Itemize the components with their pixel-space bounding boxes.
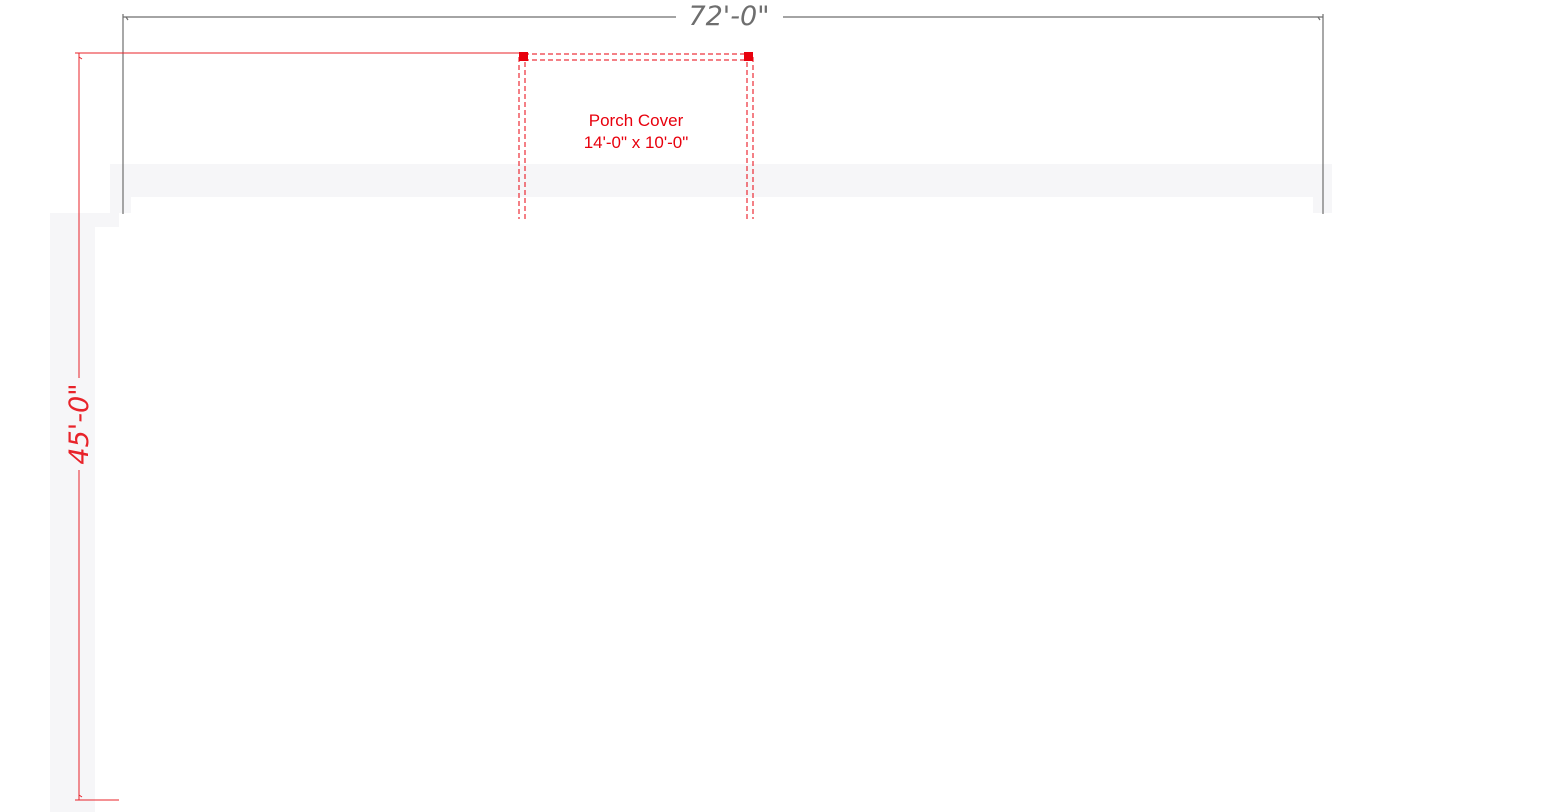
width-dimension-label: 72'-0" xyxy=(688,1,769,32)
depth-tick-bottom xyxy=(78,794,83,798)
depth-dimension-label: 45'-0" xyxy=(64,383,95,464)
porch-post-left-marker xyxy=(519,52,528,61)
building-top-band xyxy=(110,164,1332,197)
depth-tick-top xyxy=(78,56,83,60)
width-tick-left xyxy=(125,16,129,21)
depth-dimension xyxy=(75,52,520,801)
porch-cover-size: 14'-0" x 10'-0" xyxy=(584,133,689,152)
porch-cover-outline xyxy=(518,53,754,219)
building-left-notch xyxy=(95,213,119,227)
width-dimension xyxy=(122,14,1324,214)
building-outline xyxy=(50,164,1332,812)
building-left-step xyxy=(110,197,131,213)
width-tick-right xyxy=(1317,16,1321,21)
porch-post-right-marker xyxy=(744,52,753,61)
porch-cover-title: Porch Cover xyxy=(589,111,684,130)
building-left-band xyxy=(50,213,95,812)
